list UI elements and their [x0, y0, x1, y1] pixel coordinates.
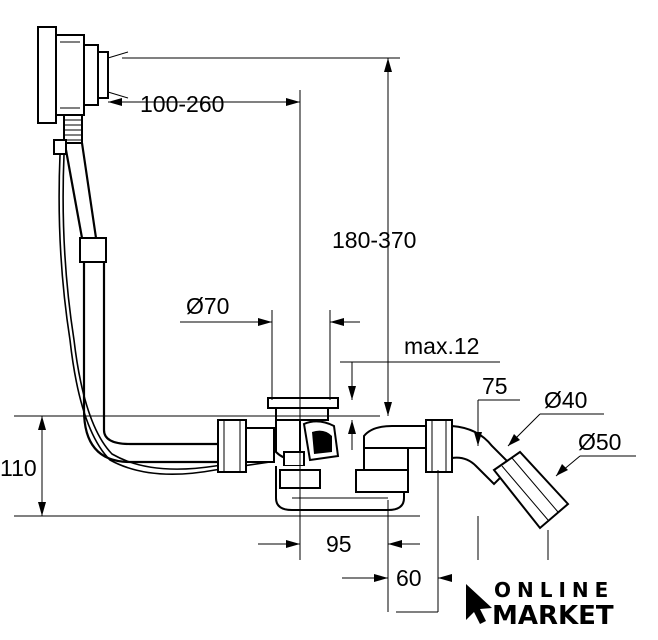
- dimension-labels: 100-260 180-370 Ø70 max.12 110 95 60 75 …: [0, 91, 621, 591]
- dim-trap-depth: 60: [396, 565, 422, 591]
- online-market-logo: ONLINE MARKET: [466, 578, 614, 631]
- dim-elbow-length: 75: [482, 373, 508, 399]
- logo-line2: MARKET: [492, 601, 614, 631]
- dimension-lines: [14, 57, 636, 613]
- dim-outlet-d50: Ø50: [578, 429, 621, 455]
- dim-outlet-height: 110: [0, 455, 37, 481]
- dim-waste-diameter: Ø70: [186, 293, 229, 319]
- dim-height-range: 180-370: [332, 227, 416, 253]
- dim-trap-offset: 95: [326, 531, 352, 557]
- dim-outlet-d40: Ø40: [544, 387, 587, 413]
- dim-reach: 100-260: [140, 91, 224, 117]
- control-cable: [58, 154, 271, 476]
- dim-max-thickness: max.12: [404, 333, 479, 359]
- waste-assembly: [217, 397, 570, 530]
- cursor-icon: [466, 584, 492, 624]
- logo-line1: ONLINE: [494, 578, 614, 602]
- overflow-head: [37, 26, 129, 155]
